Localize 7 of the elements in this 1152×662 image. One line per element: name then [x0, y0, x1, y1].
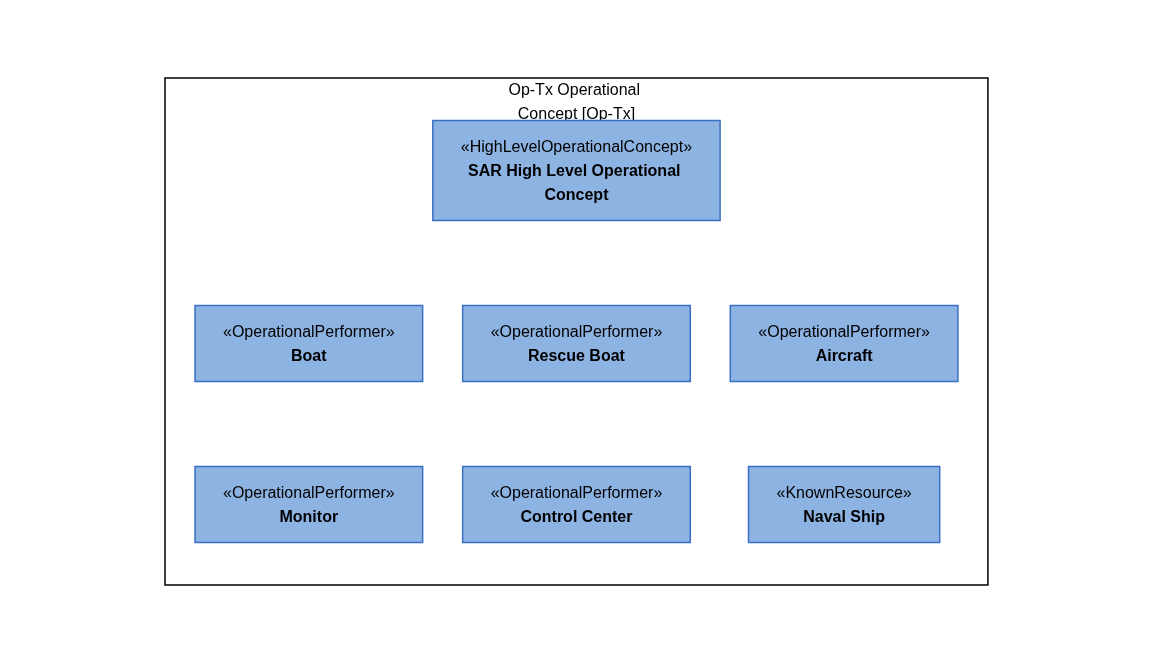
node-box: «KnownResource» Naval Ship [747, 465, 940, 543]
node-box: «OperationalPerformer» Aircraft [729, 304, 959, 382]
node-box: «OperationalPerformer» Control Center [461, 465, 691, 543]
node-box: «OperationalPerformer» Boat [193, 304, 423, 382]
node-box: «HighLevelOperationalConcept» SAR High Level Operational Concept [431, 119, 721, 221]
node-box: «OperationalPerformer» Monitor [193, 465, 423, 543]
node-box: «OperationalPerformer» Rescue Boat [461, 304, 691, 382]
